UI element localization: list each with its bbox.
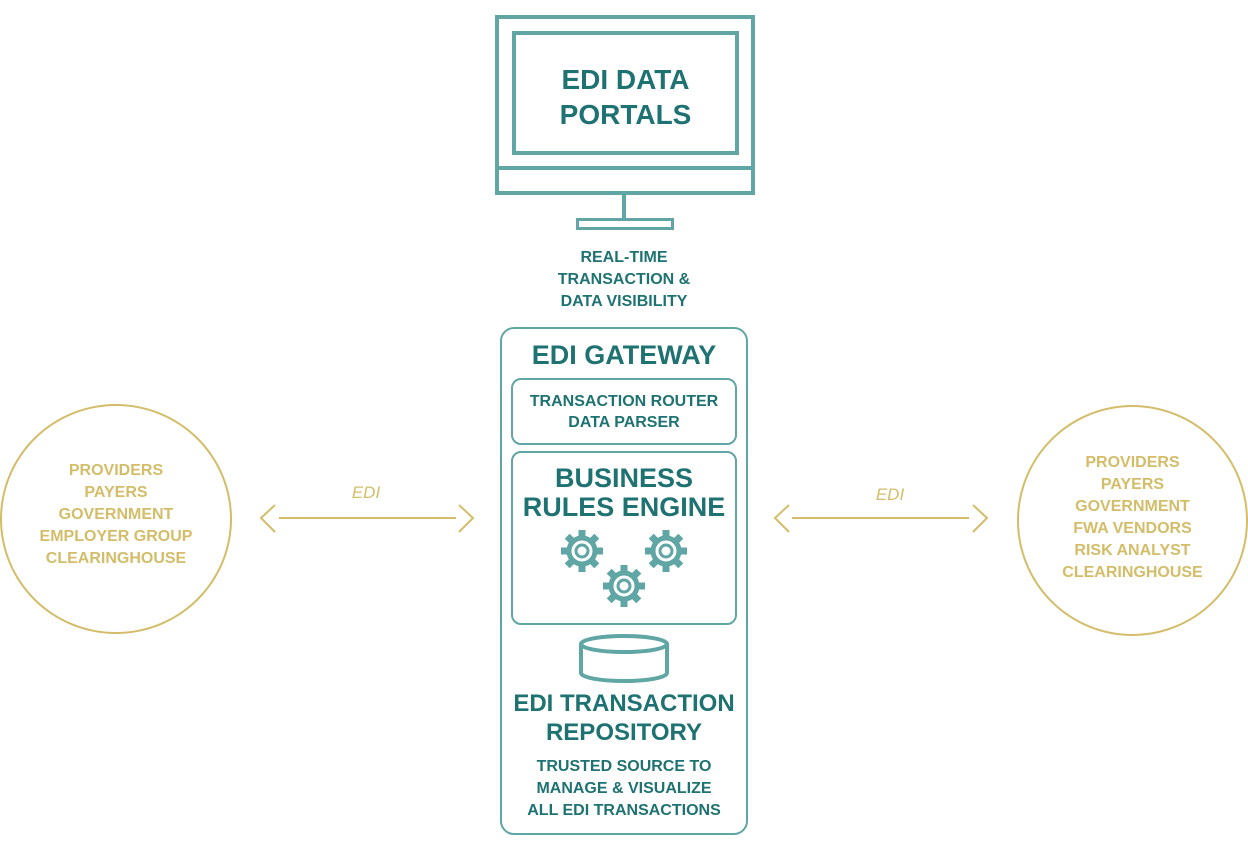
left-link-label: EDI	[351, 483, 381, 502]
rules-engine-title: BUSINESS RULES ENGINE	[522, 463, 726, 522]
router-text: TRANSACTION ROUTER DATA PARSER	[529, 393, 719, 431]
repository-title: EDI TRANSACTION REPOSITORY	[513, 690, 735, 746]
right-partners-circle	[1017, 405, 1248, 636]
gear-icon	[645, 530, 687, 572]
left-partners-circle	[0, 404, 232, 634]
right-link-label: EDI	[875, 485, 905, 504]
double-arrow-icon	[773, 504, 989, 533]
edi-gateway-box	[500, 327, 748, 835]
left-partners-list: PROVIDERS PAYERS GOVERNMENT EMPLOYER GRO…	[39, 462, 193, 567]
right-partners-list: PROVIDERS PAYERS GOVERNMENT FWA VENDORS …	[1062, 454, 1203, 581]
database-icon	[579, 634, 669, 683]
router-box	[511, 378, 737, 445]
gear-icon	[603, 565, 645, 607]
portal-title: EDI DATA PORTALS	[559, 64, 692, 130]
visibility-caption: REAL-TIME TRANSACTION & DATA VISIBILITY	[557, 249, 691, 310]
monitor-foot	[576, 218, 674, 230]
repository-caption: TRUSTED SOURCE TO MANAGE & VISUALIZE ALL…	[527, 758, 721, 819]
gear-icon	[561, 530, 603, 572]
monitor-neck	[622, 195, 626, 219]
gateway-title: EDI GATEWAY	[531, 340, 717, 370]
monitor-screen	[512, 31, 739, 155]
double-arrow-icon	[259, 504, 475, 533]
rules-engine-box	[511, 451, 737, 625]
monitor-bezel-line	[495, 166, 755, 170]
monitor-frame	[495, 15, 755, 195]
